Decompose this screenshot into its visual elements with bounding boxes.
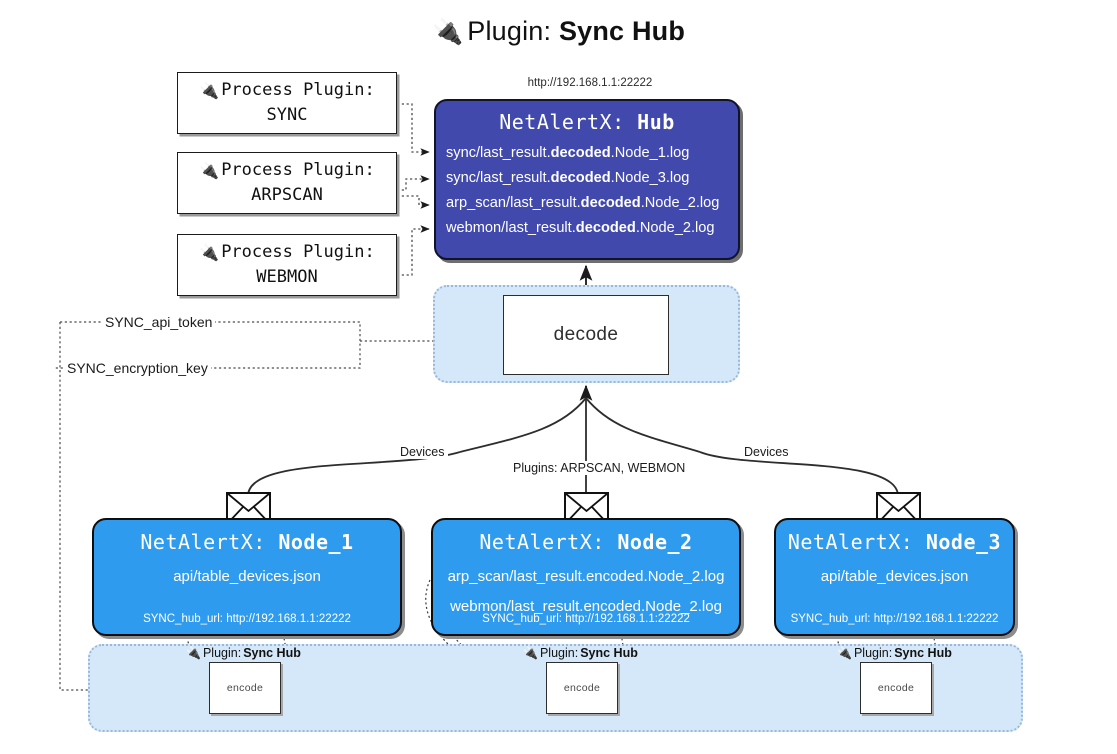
plug-icon: 🔌 xyxy=(199,81,220,101)
process-plugin-name: ARPSCAN xyxy=(251,185,323,205)
process-plugin-sync[interactable]: 🔌Process Plugin: SYNC xyxy=(177,72,397,134)
process-plugin-name: SYNC xyxy=(266,105,308,125)
hub-log-line: webmon/last_result.decoded.Node_2.log xyxy=(446,220,715,237)
hub-log-line: arp_scan/last_result.decoded.Node_2.log xyxy=(446,195,720,212)
decode-box[interactable]: decode xyxy=(503,295,669,375)
node-log-line: api/table_devices.json xyxy=(173,568,321,585)
hub-log-list: sync/last_result.decoded.Node_1.log sync… xyxy=(436,141,738,241)
plug-icon: 🔌 xyxy=(186,646,201,660)
node-log-line: api/table_devices.json xyxy=(820,568,969,585)
edge-label-devices-right: Devices xyxy=(740,445,793,459)
edge-label-devices-left: Devices xyxy=(396,445,449,459)
plug-icon: 🔌 xyxy=(837,646,852,660)
encode-box-node-1[interactable]: encode xyxy=(209,662,281,714)
node-hub-url: SYNC_hub_url: http://192.168.1.1:22222 xyxy=(790,613,999,625)
plug-icon: 🔌 xyxy=(199,161,220,181)
plug-icon: 🔌 xyxy=(431,18,464,46)
hub-title-name: Hub xyxy=(637,110,675,134)
process-plugin-label: Process Plugin: xyxy=(221,242,375,263)
process-plugin-webmon[interactable]: 🔌Process Plugin: WEBMON xyxy=(177,234,397,296)
encoder-label-node-1: 🔌Plugin: Sync Hub xyxy=(186,646,301,660)
encode-box-node-2[interactable]: encode xyxy=(546,662,618,714)
encode-box-node-3[interactable]: encode xyxy=(860,662,932,714)
node-hub-url: SYNC_hub_url: http://192.168.1.1:22222 xyxy=(143,613,351,625)
process-plugin-name: WEBMON xyxy=(256,267,318,287)
hub-log-line: sync/last_result.decoded.Node_1.log xyxy=(446,145,690,161)
process-plugin-arpscan[interactable]: 🔌Process Plugin: ARPSCAN xyxy=(177,152,397,214)
node-log-line: webmon/last_result.encoded.Node_2.log xyxy=(450,597,722,615)
node-1[interactable]: NetAlertX: Node_1 api/table_devices.json… xyxy=(92,518,402,636)
node-title: NetAlertX: Node_2 xyxy=(479,530,693,554)
plug-icon: 🔌 xyxy=(523,646,538,660)
plug-icon: 🔌 xyxy=(199,243,220,263)
sync-encryption-key-label: SYNC_encryption_key xyxy=(64,360,211,376)
sync-api-token-label: SYNC_api_token xyxy=(102,314,216,330)
encoder-label-node-2: 🔌Plugin: Sync Hub xyxy=(523,646,638,660)
hub-url-label: http://192.168.1.1:22222 xyxy=(527,77,653,89)
node-log-line: arp_scan/last_result.encoded.Node_2.log xyxy=(447,568,725,585)
node-3[interactable]: NetAlertX: Node_3 api/table_devices.json… xyxy=(774,518,1015,636)
node-hub-url: SYNC_hub_url: http://192.168.1.1:22222 xyxy=(482,613,690,625)
node-2[interactable]: NetAlertX: Node_2 arp_scan/last_result.e… xyxy=(431,518,741,636)
hub-title: NetAlertX: Hub xyxy=(436,110,738,134)
title-name: Sync Hub xyxy=(558,16,686,46)
hub-title-prefix: NetAlertX: xyxy=(499,110,638,134)
node-title: NetAlertX: Node_1 xyxy=(140,530,354,554)
title-prefix: Plugin: xyxy=(467,16,559,46)
page-title: 🔌Plugin: Sync Hub xyxy=(0,16,1117,47)
hub-node[interactable]: NetAlertX: Hub sync/last_result.decoded.… xyxy=(434,99,740,260)
process-plugin-label: Process Plugin: xyxy=(221,160,375,181)
encoder-label-node-3: 🔌Plugin: Sync Hub xyxy=(837,646,952,660)
node-title: NetAlertX: Node_3 xyxy=(787,530,1002,554)
edge-label-plugins-center: Plugins: ARPSCAN, WEBMON xyxy=(509,461,690,475)
hub-log-line: sync/last_result.decoded.Node_3.log xyxy=(446,170,690,187)
process-plugin-label: Process Plugin: xyxy=(221,80,375,101)
